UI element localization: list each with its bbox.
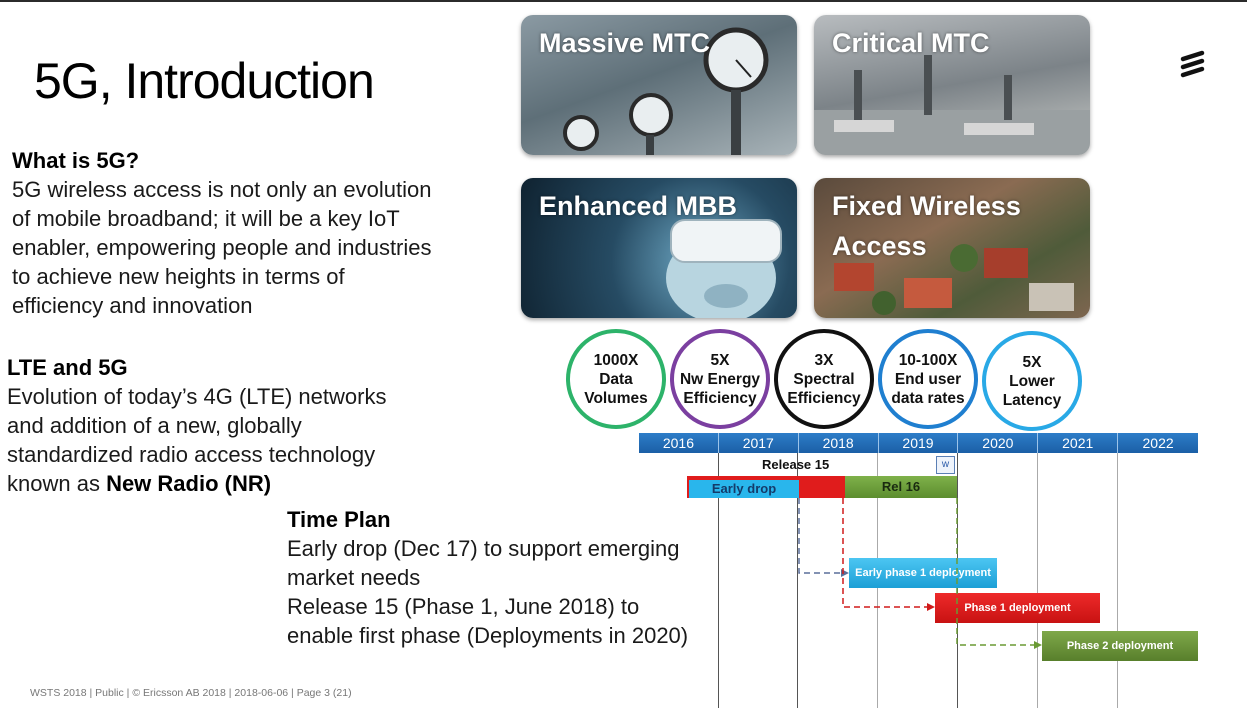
year-label: 2021 [1038, 433, 1119, 453]
release-15-bar [799, 476, 845, 498]
text-line: 5G wireless access is not only an evolut… [12, 177, 432, 202]
text-line: to achieve new heights in terms of [12, 264, 345, 289]
release-15-label: Release 15 [762, 457, 830, 472]
tile-enhanced-mbb: Enhanced MBB [521, 178, 797, 318]
what-is-5g-heading: What is 5G? [12, 148, 140, 173]
text-line: and addition of a new, globally [7, 413, 302, 438]
year-label: 2016 [639, 433, 719, 453]
year-label: 2017 [719, 433, 799, 453]
text-line: standardized radio access technology [7, 442, 376, 467]
text-line: enable first phase (Deployments in 2020) [287, 623, 689, 648]
tile-label: Massive MTC [539, 28, 711, 58]
text-line: Release 15 (Phase 1, June 2018) to [287, 594, 640, 619]
itu-logo-icon: w [936, 456, 955, 474]
early-drop-label: Early drop [689, 480, 799, 498]
what-is-5g-section: What is 5G? 5G wireless access is not on… [12, 146, 432, 320]
pressure-gauges-image [563, 27, 769, 155]
tile-label: Critical MTC [832, 28, 990, 58]
phase2-deployment-bar: Phase 2 deployment [1042, 631, 1198, 661]
timeline-gridline [1037, 453, 1038, 708]
timeline-gridline [797, 453, 798, 708]
phase1-deployment-bar: Phase 1 deployment [935, 593, 1100, 623]
vr-headset-image [666, 219, 782, 318]
text-line: market needs [287, 565, 421, 590]
tile-label: Fixed Wireless Access [832, 191, 1021, 261]
year-label: 2020 [958, 433, 1039, 453]
timeline-year-bar: 2016 2017 2018 2019 2020 2021 2022 [639, 433, 1198, 453]
time-plan-section: Time Plan Early drop (Dec 17) to support… [287, 505, 688, 650]
footer-text: WSTS 2018 | Public | © Ericsson AB 2018 … [30, 687, 352, 699]
early-phase1-deployment-bar: Early phase 1 deployment [849, 558, 997, 588]
text-line: enabler, empowering people and industrie… [12, 235, 432, 260]
new-radio-term: New Radio (NR) [106, 471, 272, 496]
year-label: 2022 [1142, 435, 1174, 451]
timeline-gridline [1117, 453, 1118, 708]
tile-label: Enhanced MBB [539, 191, 738, 221]
top-border-line [0, 0, 1247, 2]
time-plan-heading: Time Plan [287, 507, 391, 532]
tile-fixed-wireless-access: Fixed Wireless Access [814, 178, 1090, 318]
text-line: Evolution of today’s 4G (LTE) networks [7, 384, 387, 409]
text-line: of mobile broadband; it will be a key Io… [12, 206, 400, 231]
rel-16-bar: Rel 16 [845, 476, 957, 498]
timeline-gridline [718, 453, 719, 708]
tile-massive-mtc: Massive MTC [521, 15, 797, 155]
text-line: Early drop (Dec 17) to support emerging [287, 536, 680, 561]
text-line: efficiency and innovation [12, 293, 253, 318]
tile-critical-mtc: Critical MTC [814, 15, 1090, 155]
year-label: 2019 [879, 433, 959, 453]
robot-assembly-image [814, 55, 1090, 155]
aerial-houses-image [834, 244, 1074, 315]
slide-title: 5G, Introduction [34, 53, 375, 109]
year-label: 2018 [799, 433, 879, 453]
text-line: known as New Radio (NR) [7, 471, 272, 496]
lte-and-5g-heading: LTE and 5G [7, 355, 128, 380]
ericsson-logo-icon [1180, 50, 1205, 78]
lte-and-5g-section: LTE and 5G Evolution of today’s 4G (LTE)… [7, 353, 386, 498]
